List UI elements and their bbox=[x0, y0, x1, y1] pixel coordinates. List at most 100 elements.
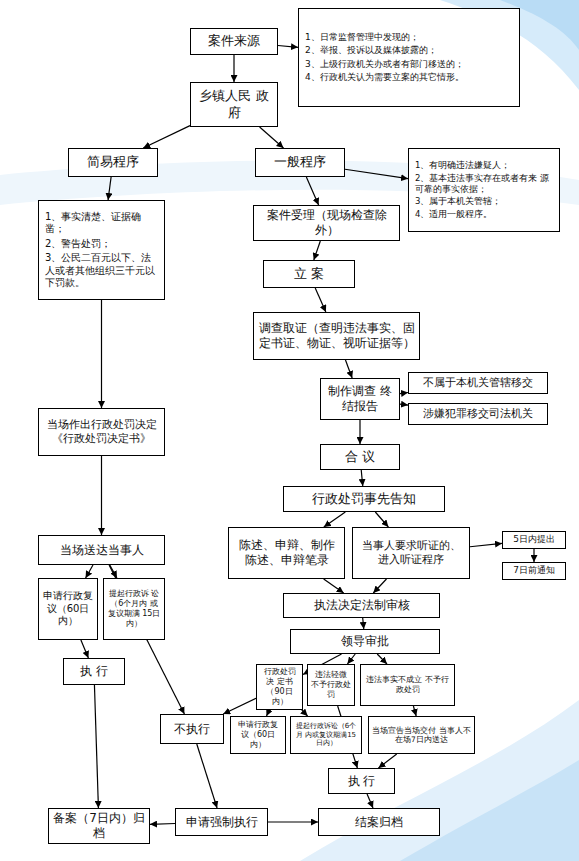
flow-arrow bbox=[306, 177, 318, 205]
box-text: 2、举报、投诉以及媒体披露的； bbox=[305, 45, 437, 56]
flow-arrow bbox=[363, 618, 364, 629]
flow-arrow bbox=[361, 470, 363, 486]
process-box: 结案归档 bbox=[318, 808, 440, 836]
process-box: 提起行政诉 讼（6个月内 或复议期满 15日内） bbox=[103, 578, 165, 640]
flow-arrow bbox=[143, 126, 190, 148]
flow-arrow bbox=[315, 288, 326, 312]
box-text: 3、公民二百元以下、法 人或者其他组织三千元以 下罚款。 bbox=[45, 252, 158, 290]
flow-arrow bbox=[324, 579, 344, 593]
flow-arrow bbox=[94, 685, 98, 808]
process-box: 1、日常监督管理中发现的；2、举报、投诉以及媒体披露的；3、上级行政机关办或者有… bbox=[298, 8, 520, 107]
box-text: 3、上级行政机关办或者有部门移送的； bbox=[305, 59, 464, 70]
flow-arrow bbox=[108, 177, 111, 200]
flow-arrow bbox=[324, 512, 346, 527]
process-box: 调查取证（查明违法事实、固 定书证、物证、视听证据等） bbox=[253, 312, 420, 360]
process-box: 案件来源 bbox=[190, 28, 278, 55]
process-box: 立 案 bbox=[263, 260, 355, 288]
box-text: 一般程序 bbox=[274, 154, 326, 170]
box-text: 当事人要求听证的、 进入听证程序 bbox=[356, 539, 466, 567]
box-text: 调查取证（查明违法事实、固 定书证、物证、视听证据等） bbox=[257, 321, 416, 351]
box-text: 简易程序 bbox=[87, 154, 139, 170]
flow-arrow bbox=[260, 127, 284, 148]
process-box: 7日前通知 bbox=[502, 562, 566, 580]
process-box: 当事人要求听证的、 进入听证程序 bbox=[352, 527, 470, 579]
process-box: 乡镇人民 政府 bbox=[190, 82, 278, 127]
box-text: 违法轻微 不予行政处罚 bbox=[311, 670, 351, 700]
box-text: 不属于本机关管辖移交 bbox=[423, 376, 533, 390]
box-text: 执法决定法制审核 bbox=[314, 598, 410, 613]
process-box: 备案（7日内）归档 bbox=[48, 808, 150, 844]
flow-arrow bbox=[347, 654, 355, 664]
flow-arrow bbox=[150, 823, 175, 825]
box-text: 提起行政诉 讼（6个月内 或复议期满 15日内） bbox=[107, 589, 161, 629]
flow-arrow bbox=[278, 46, 298, 48]
flow-arrow bbox=[101, 456, 102, 535]
flow-arrow bbox=[413, 706, 416, 716]
process-box: 申请强制执行 bbox=[175, 808, 268, 836]
process-box: 违法事实不成立 不予行政处罚 bbox=[360, 664, 455, 706]
box-text: 陈述、申辩、制作 陈述、申辩笔录 bbox=[232, 538, 341, 568]
process-box: 不属于本机关管辖移交 bbox=[408, 372, 548, 394]
flow-arrow bbox=[197, 744, 217, 808]
box-text: 乡镇人民 政府 bbox=[194, 88, 274, 121]
flow-arrow bbox=[86, 565, 93, 578]
flow-arrow bbox=[101, 300, 102, 408]
flow-arrow bbox=[400, 392, 408, 393]
process-box: 行政处罚事先告知 bbox=[283, 486, 445, 512]
process-box: 执 行 bbox=[328, 768, 395, 794]
process-box: 申请行政复 议（60日内） bbox=[38, 578, 98, 640]
process-box: 不执行 bbox=[160, 714, 224, 744]
process-box: 行政处罚决 定书（90日内） bbox=[256, 664, 303, 710]
process-box: 涉嫌犯罪移交司法机关 bbox=[408, 403, 548, 425]
box-text: 案件来源 bbox=[208, 33, 260, 49]
box-text: 申请行政复 议（60日内） bbox=[234, 720, 282, 750]
box-text: 不执行 bbox=[174, 722, 210, 737]
box-text: 当场作出行政处罚决定 《行政处罚决定书》 bbox=[42, 418, 161, 446]
flow-arrow bbox=[375, 512, 388, 527]
process-box: 领导审批 bbox=[290, 629, 440, 654]
process-box: 执法决定法制审核 bbox=[283, 593, 440, 618]
process-box: 当场宣告当场交付 当事人不在场7日内送达 bbox=[368, 716, 475, 754]
flow-arrow bbox=[345, 169, 408, 178]
process-box: 当场作出行政处罚决定 《行政处罚决定书》 bbox=[38, 408, 165, 456]
flow-arrow bbox=[533, 549, 534, 562]
box-text: 备案（7日内）归档 bbox=[52, 811, 146, 841]
flow-arrow bbox=[359, 420, 360, 444]
process-box: 违法轻微 不予行政处罚 bbox=[307, 664, 355, 706]
flow-arrow bbox=[81, 640, 88, 658]
flow-arrow bbox=[470, 543, 502, 546]
process-box: 陈述、申辩、制作 陈述、申辩笔录 bbox=[228, 527, 345, 579]
flow-arrow bbox=[377, 654, 387, 664]
box-text: 1、事实清楚、证据确凿； bbox=[45, 211, 158, 236]
flow-arrow bbox=[345, 360, 352, 378]
box-text: 领导审批 bbox=[341, 634, 389, 649]
flow-arrow bbox=[268, 821, 318, 822]
process-box: 简易程序 bbox=[68, 148, 158, 177]
box-text: 当场宣告当场交付 当事人不在场7日内送达 bbox=[372, 726, 471, 745]
process-box: 一般程序 bbox=[255, 148, 345, 177]
box-text: 执 行 bbox=[348, 774, 376, 789]
process-box: 1、事实清楚、证据确凿； 2、警告处罚；3、公民二百元以下、法 人或者其他组织三千… bbox=[38, 200, 165, 300]
box-text: 立 案 bbox=[294, 266, 324, 282]
flow-arrow bbox=[378, 754, 396, 768]
box-text: 申请强制执行 bbox=[186, 815, 258, 830]
box-text: 提起行政诉讼（6个月 内或复议期满15日内） bbox=[294, 722, 358, 748]
box-text: 行政处罚决 定书（90日内） bbox=[260, 667, 299, 707]
box-text: 2、警告处罚； bbox=[45, 238, 111, 251]
box-text: 3、属于本机关管辖； bbox=[415, 196, 501, 207]
box-text: 涉嫌犯罪移交司法机关 bbox=[423, 407, 533, 421]
box-text: 7日前通知 bbox=[513, 565, 555, 576]
process-box: 当场送达当事人 bbox=[38, 535, 165, 565]
flow-arrow bbox=[367, 794, 373, 808]
box-text: 合 议 bbox=[345, 449, 375, 465]
flow-arrow bbox=[233, 55, 234, 82]
process-box: 案件受理（现场检查除外） bbox=[253, 205, 400, 241]
box-text: 执 行 bbox=[80, 664, 108, 679]
process-box: 提起行政诉讼（6个月 内或复议期满15日内） bbox=[290, 716, 362, 754]
process-box: 5日内提出 bbox=[502, 531, 566, 549]
box-text: 制作调查 终结报告 bbox=[324, 384, 396, 414]
box-text: 违法事实不成立 不予行政处罚 bbox=[364, 675, 451, 695]
flow-arrow bbox=[223, 698, 256, 714]
box-text: 结案归档 bbox=[355, 815, 403, 830]
